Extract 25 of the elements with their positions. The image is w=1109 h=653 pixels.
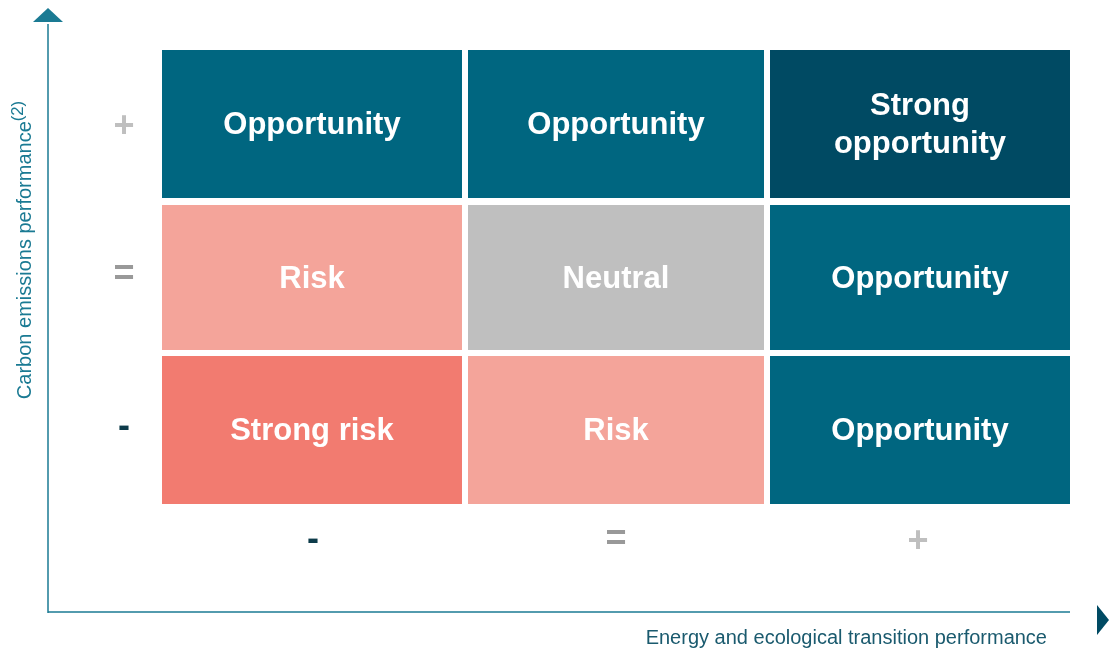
matrix-cell: [770, 356, 1070, 504]
cell-label: Strong risk: [230, 411, 394, 449]
axis-sign: -: [306, 518, 320, 558]
cell-label: Opportunity: [831, 411, 1009, 449]
matrix-cell: [162, 50, 462, 198]
cell-label: Risk: [279, 258, 345, 297]
axis-sign: -: [117, 405, 131, 445]
matrix-cell: [770, 50, 1070, 198]
matrix-cell: [162, 205, 462, 350]
cell-label: Risk: [583, 411, 649, 449]
cell-label: Neutral: [562, 258, 670, 297]
axis-sign: =: [112, 253, 136, 293]
axis-sign: +: [906, 520, 930, 560]
cell-label: Strong opportunity: [832, 86, 1008, 162]
axis-sign: =: [604, 518, 628, 558]
axis-title: Energy and ecological transition performance: [645, 626, 1047, 649]
cell-label: Opportunity: [831, 258, 1009, 297]
matrix-cell: [468, 50, 764, 198]
cell-label: Opportunity: [527, 105, 705, 143]
cell-label: Opportunity: [223, 105, 401, 143]
matrix-cell: [162, 356, 462, 504]
axis-sign: +: [112, 105, 136, 145]
matrix-cell: [770, 205, 1070, 350]
matrix-cell: [468, 356, 764, 504]
matrix-cell: [468, 205, 764, 350]
